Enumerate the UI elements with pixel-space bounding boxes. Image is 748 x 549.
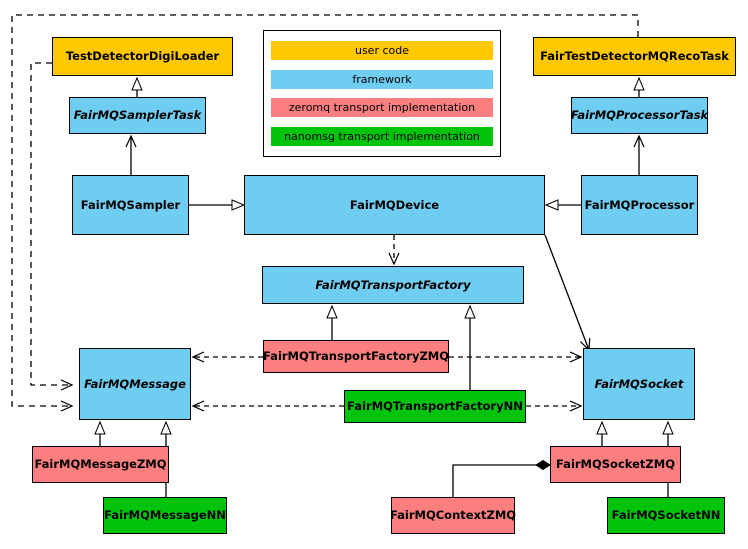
class-label-fairmqmessagezmq: FairMQMessageZMQ xyxy=(34,457,167,472)
edge-contextzmq-socketzmq xyxy=(452,459,551,497)
edge-device-socket xyxy=(544,234,589,350)
class-box-fairmqtransportfactoryzmq[interactable]: FairMQTransportFactoryZMQ xyxy=(263,340,449,373)
class-label-fairmqsocketnn: FairMQSocketNN xyxy=(611,508,721,523)
class-box-fairmqsocketnn[interactable]: FairMQSocketNN xyxy=(607,497,725,534)
class-label-fairmqdevice: FairMQDevice xyxy=(349,197,440,212)
class-label-fairmqtransportfactorynn: FairMQTransportFactoryNN xyxy=(347,399,523,414)
class-box-fairmqtransportfactory[interactable]: FairMQTransportFactory xyxy=(262,266,524,304)
legend-label-nanomsg: nanomsg transport implementation xyxy=(284,130,480,144)
class-label-fairmqprocessortask: FairMQProcessorTask xyxy=(570,108,709,123)
legend-item-framework: framework xyxy=(271,69,493,89)
legend-label-framework: framework xyxy=(352,72,412,86)
legend-item-zeromq: zeromq transport implementation xyxy=(271,98,493,118)
legend-item-nanomsg: nanomsg transport implementation xyxy=(271,127,493,147)
class-box-fairmqsocket[interactable]: FairMQSocket xyxy=(583,348,695,420)
class-label-fairmqsamplertask: FairMQSamplerTask xyxy=(73,108,202,123)
class-label-fairmqmessagenn: FairMQMessageNN xyxy=(104,508,226,523)
legend-item-user-code: user code xyxy=(271,40,493,60)
class-label-fairmqmessage: FairMQMessage xyxy=(84,376,186,391)
legend-panel: user code framework zeromq transport imp… xyxy=(263,30,501,157)
class-box-fairtestdetectormqrecotask[interactable]: FairTestDetectorMQRecoTask xyxy=(533,37,736,76)
class-box-fairmqprocessortask[interactable]: FairMQProcessorTask xyxy=(571,97,708,134)
legend-label-zeromq: zeromq transport implementation xyxy=(288,101,476,115)
class-box-fairmqsamplertask[interactable]: FairMQSamplerTask xyxy=(69,97,206,134)
class-box-fairmqmessagezmq[interactable]: FairMQMessageZMQ xyxy=(32,446,169,483)
class-box-fairmqdevice[interactable]: FairMQDevice xyxy=(244,175,545,235)
class-label-fairtestdetectormqrecotask: FairTestDetectorMQRecoTask xyxy=(540,49,729,64)
class-label-fairmqtransportfactoryzmq: FairMQTransportFactoryZMQ xyxy=(263,349,450,364)
legend-label-user-code: user code xyxy=(354,43,410,57)
class-label-fairmqprocessor: FairMQProcessor xyxy=(584,197,695,212)
class-label-fairmqtransportfactory: FairMQTransportFactory xyxy=(315,277,471,292)
class-box-fairmqmessage[interactable]: FairMQMessage xyxy=(79,348,191,420)
class-label-fairmqsampler: FairMQSampler xyxy=(80,197,181,212)
class-label-fairmqcontextzmq: FairMQContextZMQ xyxy=(389,508,517,523)
class-box-testdetectordigiloader[interactable]: TestDetectorDigiLoader xyxy=(52,37,233,76)
class-label-testdetectordigiloader: TestDetectorDigiLoader xyxy=(65,49,220,64)
class-box-fairmqsampler[interactable]: FairMQSampler xyxy=(72,175,189,235)
class-label-fairmqsocketzmq: FairMQSocketZMQ xyxy=(556,457,675,472)
class-label-fairmqsocket: FairMQSocket xyxy=(594,376,684,391)
class-box-fairmqmessagenn[interactable]: FairMQMessageNN xyxy=(103,497,227,534)
class-box-fairmqprocessor[interactable]: FairMQProcessor xyxy=(581,175,698,235)
class-box-fairmqcontextzmq[interactable]: FairMQContextZMQ xyxy=(389,497,517,534)
edge-digiloader-message xyxy=(30,62,72,385)
class-box-fairmqsocketzmq[interactable]: FairMQSocketZMQ xyxy=(550,446,681,483)
class-box-fairmqtransportfactorynn[interactable]: FairMQTransportFactoryNN xyxy=(344,390,526,423)
